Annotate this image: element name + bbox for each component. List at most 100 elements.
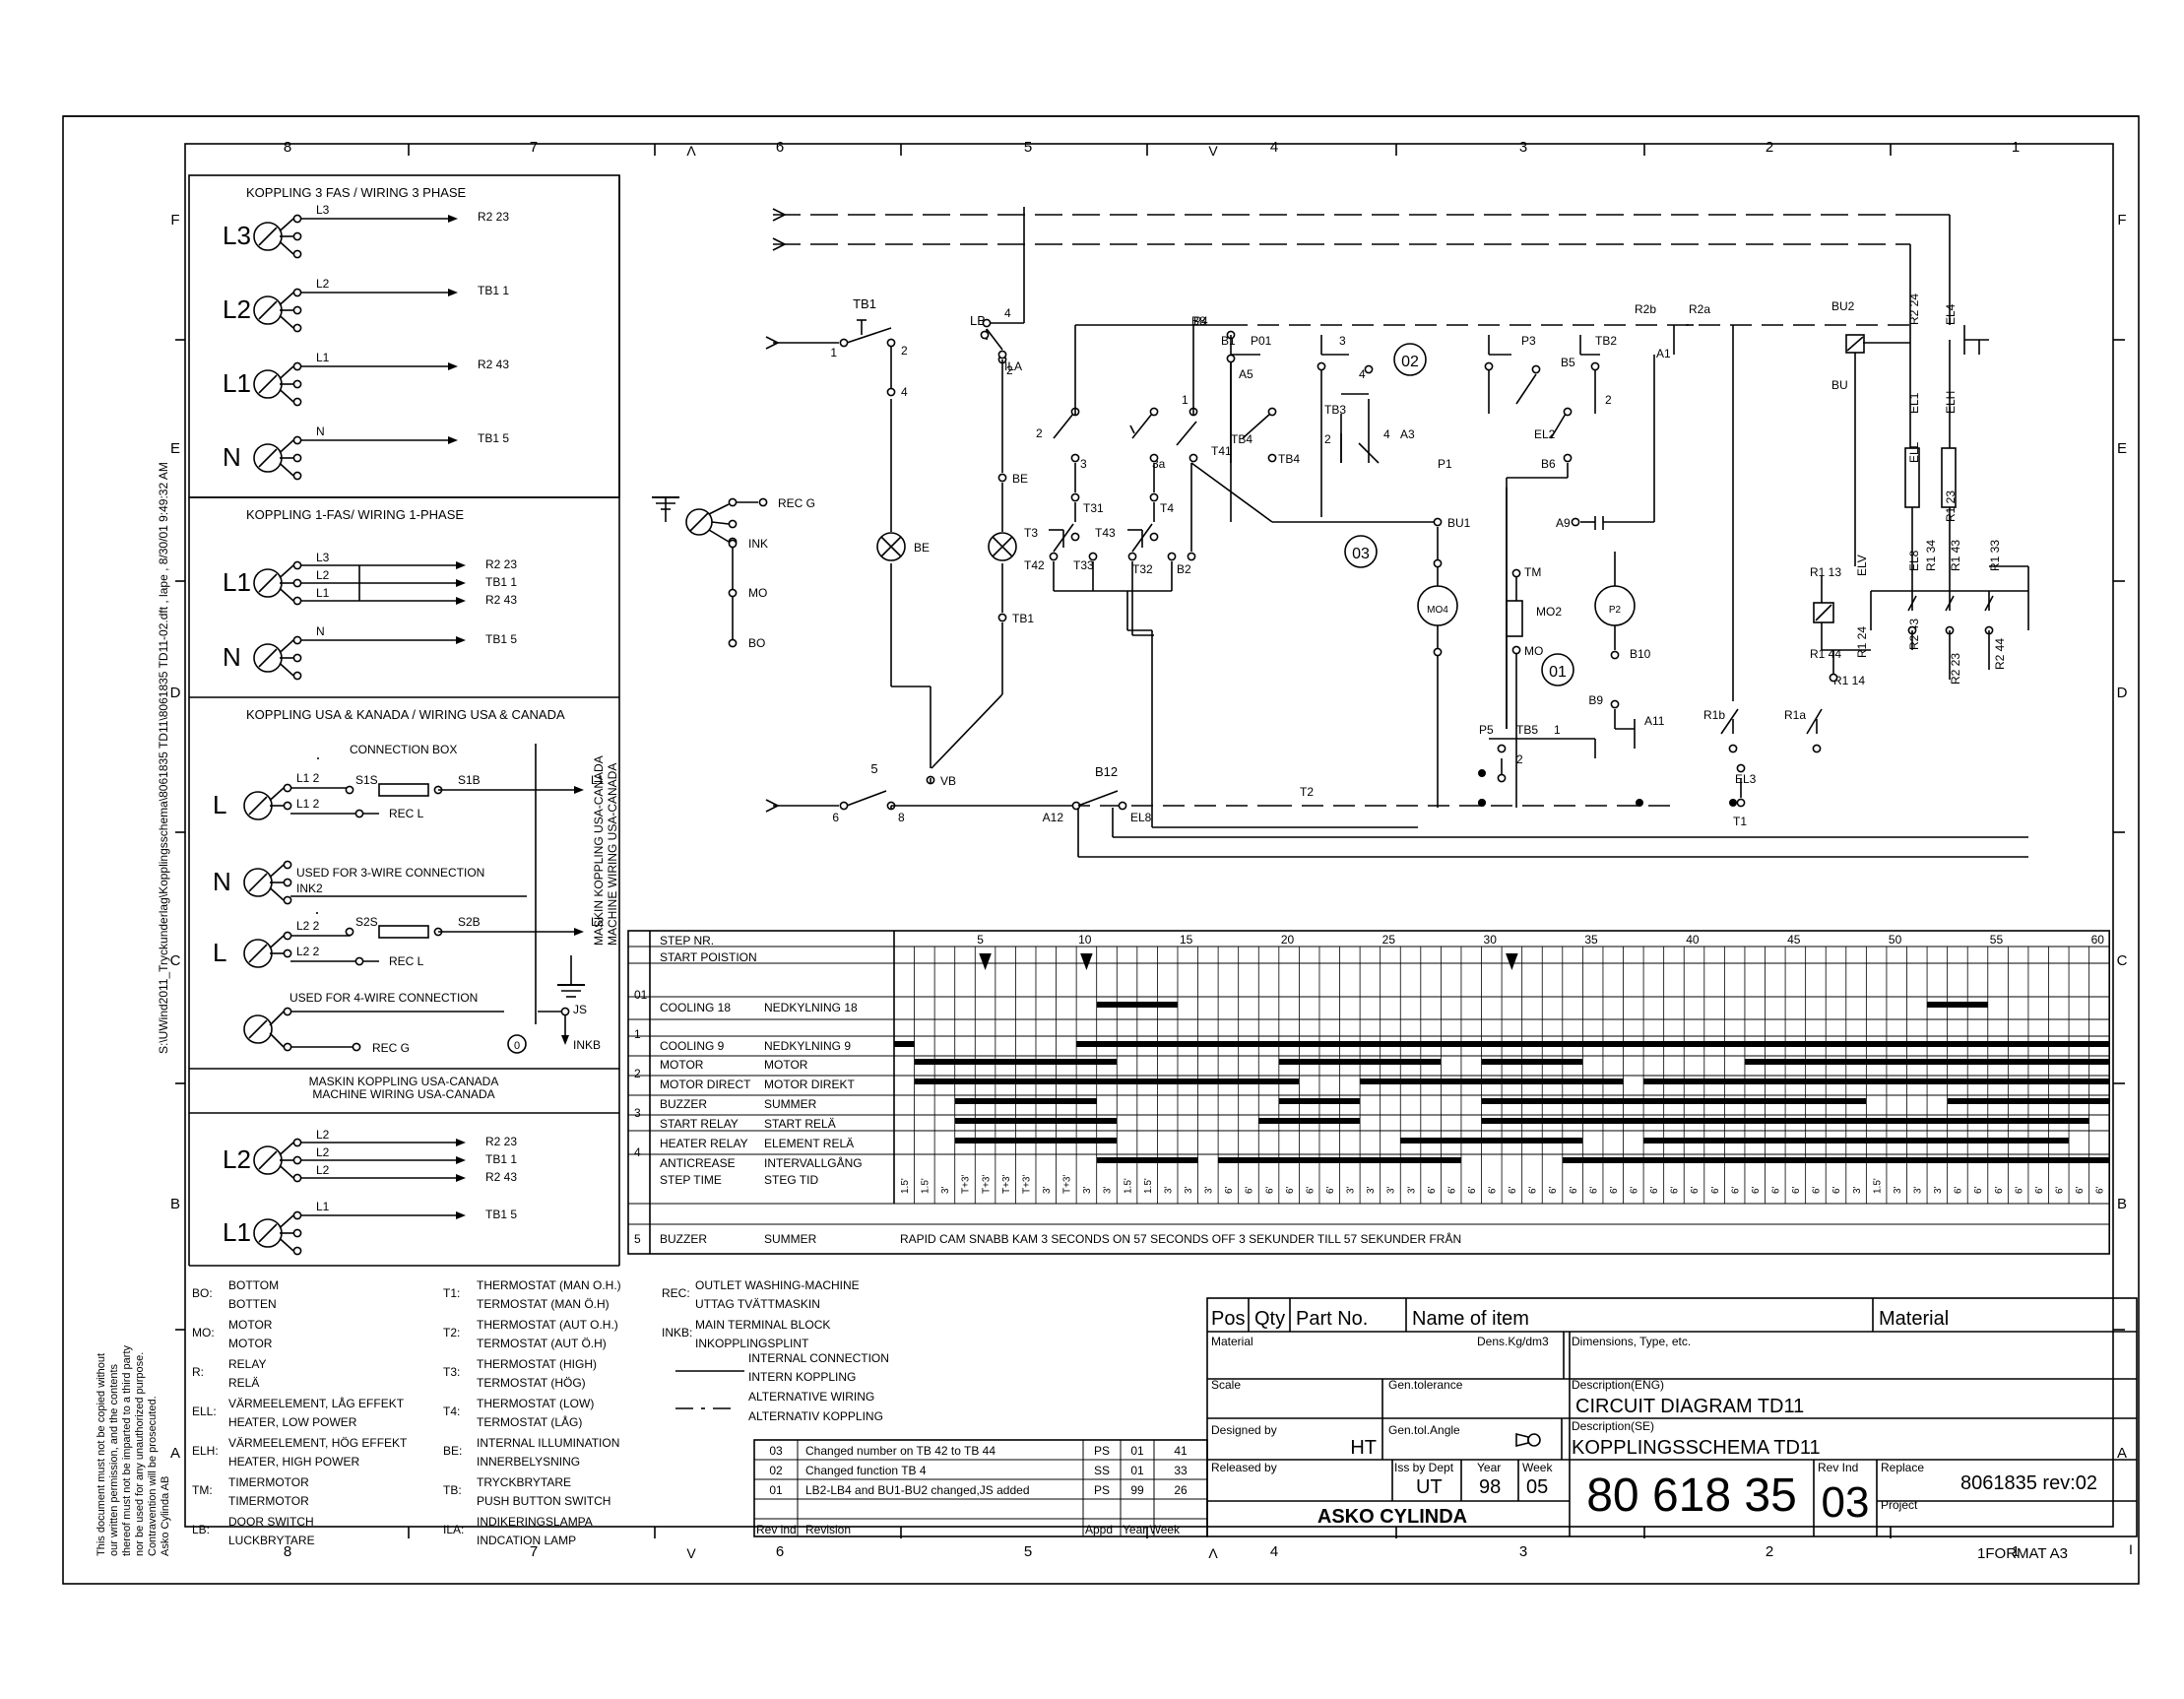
wire: [279, 1237, 294, 1252]
step-time-value: 1.5': [921, 1178, 931, 1194]
terminal: [1736, 763, 1746, 773]
label: Released by: [1211, 1461, 1277, 1474]
wire: [269, 935, 285, 949]
wire: [279, 240, 294, 255]
terminal: [1812, 744, 1822, 753]
fuse-icon: [378, 925, 429, 939]
legend-code: MO:: [192, 1326, 215, 1340]
label: Description(ENG): [1572, 1378, 1664, 1392]
legend-text: INKOPPLINGSPLINT: [695, 1337, 809, 1350]
wire: [1720, 708, 1739, 735]
terminal: [1563, 453, 1573, 463]
terminal: [283, 931, 292, 941]
label: S1B: [458, 773, 481, 787]
terminal: [1728, 744, 1738, 753]
legend-text: RELAY: [228, 1357, 266, 1371]
legend-code: REC:: [662, 1286, 690, 1300]
label: EL3: [1735, 772, 1757, 786]
wire: [1053, 413, 1074, 439]
rec-socket-icon: [689, 512, 709, 532]
terminal: [292, 671, 302, 681]
terminal: [283, 783, 292, 793]
zone-number-bottom: 3: [1519, 1543, 1527, 1560]
step-time-value: 6': [2054, 1186, 2065, 1194]
terminal: [839, 801, 849, 811]
line-label: L2: [316, 1163, 330, 1177]
program-row-en: MOTOR DIRECT: [660, 1078, 751, 1091]
program-row-se: MOTOR: [764, 1058, 808, 1072]
label: 1: [1554, 723, 1561, 737]
step-time-value: 6': [1588, 1186, 1599, 1194]
terminal: [980, 330, 990, 340]
terminal: [728, 539, 738, 549]
cam-bar: [1927, 1002, 1988, 1008]
revision-index: 02: [769, 1464, 783, 1477]
zone-letter-left: A: [170, 1445, 180, 1462]
step-time-value: 3': [1893, 1186, 1903, 1194]
plug-label: L: [213, 790, 226, 819]
terminal: [758, 497, 768, 507]
label: BU1: [1447, 516, 1471, 530]
legend-text: MOTOR: [228, 1318, 273, 1332]
terminal: [1070, 453, 1080, 463]
marker-label: 0: [514, 1040, 520, 1052]
arrow-icon: [574, 786, 584, 794]
terminal: [1088, 552, 1098, 561]
arrow-icon: [456, 1156, 466, 1164]
zone-number-bottom: 2: [1766, 1543, 1773, 1560]
program-row-en: ANTICREASE: [660, 1156, 736, 1170]
step-number: 25: [1382, 933, 1396, 947]
wire: [279, 388, 294, 403]
label: R1 14: [1833, 674, 1865, 687]
terminal: [1590, 361, 1600, 371]
program-row-se: START RELÄ: [764, 1117, 836, 1131]
label: B8: [1191, 314, 1206, 328]
label: LB: [970, 313, 986, 328]
label: BU: [1831, 378, 1848, 392]
label: Rev ind: [756, 1523, 797, 1536]
label: R1 23: [1944, 490, 1958, 522]
label: Revision: [805, 1523, 851, 1536]
step-time-value: 3': [1406, 1186, 1417, 1194]
connection-box-label: CONNECTION BOX: [350, 743, 457, 756]
section-marker-circle: [1393, 343, 1427, 376]
step-time-value: 6': [1670, 1186, 1681, 1194]
label: VB: [940, 774, 956, 788]
legend-text: RELÄ: [228, 1376, 259, 1390]
label: 2: [1605, 393, 1612, 407]
drawing-number: 80 618 35: [1586, 1470, 1797, 1522]
label: MO2: [1536, 605, 1562, 619]
terminal: [997, 613, 1007, 622]
wiring-1phase-title: KOPPLING 1-FAS/ WIRING 1-PHASE: [246, 507, 464, 522]
wire: [279, 564, 294, 579]
label: 2: [1324, 432, 1331, 446]
label: B12: [1095, 764, 1118, 779]
terminal: [1187, 552, 1196, 561]
step-number: 40: [1686, 933, 1700, 947]
line-label: L3: [316, 551, 330, 564]
label: P01: [1251, 334, 1272, 348]
step-number: 55: [1990, 933, 2004, 947]
step-time-value: 1.5': [1872, 1178, 1883, 1194]
terminal: [839, 338, 849, 348]
legal-notice-line: nor be used for any unauthorized purpose…: [134, 1352, 146, 1556]
label: TB2: [1595, 334, 1617, 348]
wire: [279, 662, 294, 677]
label: R1 24: [1855, 626, 1869, 658]
plug-socket-icon: [258, 448, 278, 468]
step-number: 15: [1180, 933, 1193, 947]
terminal: [1317, 361, 1326, 371]
junction-dot: [1478, 768, 1487, 777]
step-time-value: 6': [1690, 1186, 1701, 1194]
zone-letter-left: B: [170, 1196, 180, 1212]
arrow-icon: [456, 579, 466, 587]
arrow-icon: [448, 215, 458, 223]
legend-code: TM:: [192, 1483, 213, 1497]
legend-text: TERMOSTAT (HÖG): [477, 1376, 586, 1390]
zone-letter-right: E: [2117, 440, 2127, 457]
terminal: [283, 801, 292, 811]
legal-notice-line: Contravention will be prosecuted.: [147, 1396, 159, 1556]
wire: [279, 1214, 294, 1229]
